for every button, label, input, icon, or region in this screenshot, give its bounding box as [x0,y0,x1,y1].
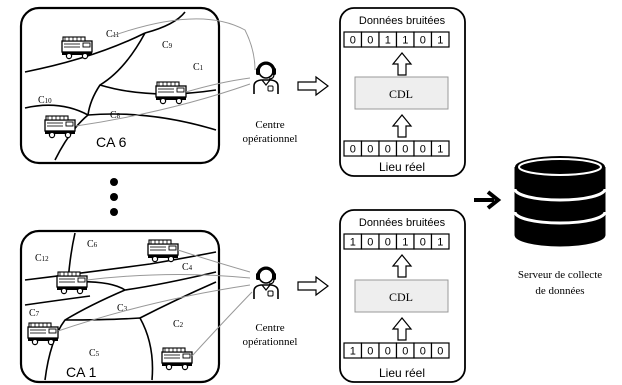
noisy-bit-value: 0 [367,237,373,249]
cell-boundary [139,281,217,319]
cell-label-c7: C7 [29,308,40,319]
connection-line [86,273,251,281]
arrow-right-icon [474,190,502,210]
cell-label-c1: C1 [193,62,204,73]
database-icon [513,156,607,247]
connection-line [57,284,251,332]
noisy-bit-value: 1 [385,35,391,47]
real-bit-value: 0 [385,346,391,358]
connection-line [185,77,251,93]
real-bit-value: 0 [402,144,408,156]
region-label-ca1: CA 1 [66,364,97,380]
arrow-right-icon [297,276,329,296]
cell-label-c2: C2 [173,319,184,330]
region-ca1-border [19,229,221,384]
noisy-bit-value: 0 [350,35,356,47]
operator-headset-icon [252,61,280,96]
noisy-bit-value: 0 [420,237,426,249]
real-bit-value: 1 [350,346,356,358]
operator-headset-icon [252,266,280,301]
cdl-label: CDL [389,290,413,304]
cdl-box [354,76,449,110]
region-ca6: C11 C9 C1 C10 C8 CA 6 [19,6,221,165]
real-bit-cell [430,140,450,157]
noisy-bit-value: 0 [367,35,373,47]
region-label-ca6: CA 6 [96,134,127,150]
real-bit-value: 0 [367,144,373,156]
cell-boundary [99,84,217,95]
connection-line [177,249,251,273]
cell-label-c3: C3 [117,303,128,314]
real-bit-value: 0 [350,144,356,156]
real-bit-value: 0 [402,346,408,358]
noisy-bit-value: 1 [402,35,408,47]
ellipsis-dots [110,178,118,216]
cell-boundary [67,271,217,291]
real-location-title: Lieu réel [379,160,425,174]
cell-boundary [24,295,91,306]
cell-label-c9: C9 [162,40,173,51]
real-bit-value: 0 [437,346,443,358]
cell-boundary [144,11,186,34]
noisy-bit-cell [430,31,450,48]
real-location-title: Lieu réel [379,366,425,380]
cell-boundary [24,104,89,116]
cell-label-c4: C4 [182,262,193,273]
server-label-line1: Serveur de collecte [518,269,602,281]
noisy-data-title: Données bruitées [359,15,446,27]
noisy-bit-value: 1 [402,237,408,249]
cell-label-c8: C8 [110,110,121,121]
noisy-bit-value: 1 [437,35,443,47]
operator-label-line2: opérationnel [243,336,298,348]
real-bit-value: 0 [367,346,373,358]
noisy-bit-value: 0 [385,237,391,249]
connection-line [111,18,256,71]
server-label-line2: de données [535,285,584,297]
cell-label-c10: C10 [38,95,52,106]
connection-line [75,83,251,127]
cdl-label: CDL [389,87,413,101]
real-bit-value: 0 [420,144,426,156]
cell-label-c12: C12 [35,253,49,264]
real-bit-cell [430,342,450,359]
connection-line [191,291,253,357]
real-bit-value: 0 [385,144,391,156]
noisy-data-title: Données bruitées [359,217,446,229]
connections-bottom [57,249,253,357]
cell-boundary [24,32,146,73]
noisy-bit-cell [430,233,450,250]
cell-label-c5: C5 [89,348,100,359]
region-ca1: C12 C6 C4 C7 C3 C2 C5 CA 1 [19,229,221,384]
cell-label-c6: C6 [87,239,98,250]
noisy-bit-value: 1 [350,237,356,249]
cdl-box [354,279,449,313]
noisy-bit-value: 1 [437,237,443,249]
operator-label-line1: Centre [255,322,284,334]
operator-label-line2: opérationnel [243,133,298,145]
operator-label-line1: Centre [255,119,284,131]
connections-top [75,18,256,127]
real-bit-value: 0 [420,346,426,358]
arrow-right-icon [297,76,329,96]
cell-boundary [87,113,217,131]
noisy-bit-value: 0 [420,35,426,47]
real-bit-value: 1 [437,144,443,156]
